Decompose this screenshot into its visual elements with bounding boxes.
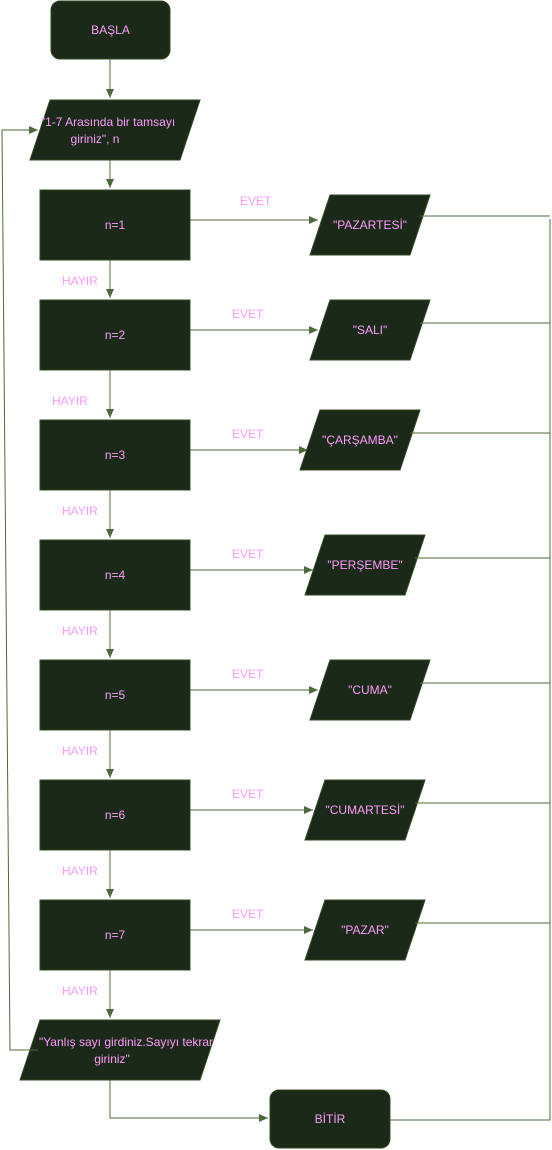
- yes-label: EVET: [232, 907, 264, 921]
- yes-label: EVET: [240, 194, 272, 208]
- output-parallelogram: [309, 299, 431, 361]
- end-label: BİTİR: [315, 1112, 346, 1126]
- decision-box: [39, 189, 191, 261]
- output-parallelogram: [299, 409, 421, 471]
- error-parallelogram: [19, 1019, 221, 1081]
- decision-condition: n=5: [105, 688, 126, 702]
- decision-condition: n=3: [105, 448, 126, 462]
- output-parallelogram: [309, 659, 431, 721]
- decision-box: [39, 419, 191, 491]
- merge-line-to-end: [390, 219, 551, 1121]
- decision-condition: n=7: [105, 928, 126, 942]
- no-label: HAYIR: [62, 984, 98, 998]
- decision-box: [39, 299, 191, 371]
- yes-label: EVET: [232, 307, 264, 321]
- decision-condition: n=4: [105, 568, 126, 582]
- yes-label: EVET: [232, 547, 264, 561]
- yes-label: EVET: [232, 667, 264, 681]
- error-to-end-connector: [109, 1080, 268, 1122]
- yes-label: EVET: [232, 787, 264, 801]
- no-label: HAYIR: [52, 394, 88, 408]
- no-label: HAYIR: [62, 864, 98, 878]
- error-label-line2: giriniz": [94, 1052, 130, 1066]
- output-label: "PAZARTESİ": [333, 218, 407, 232]
- error-label-line1: "Yanlış sayı girdiniz.Sayıyı tekrar: [39, 1035, 213, 1049]
- input-label-line1: "1-7 Arasında bir tamsayı: [41, 115, 175, 129]
- output-label: "SALI": [353, 323, 388, 337]
- no-label: HAYIR: [62, 624, 98, 638]
- no-label: HAYIR: [62, 274, 98, 288]
- decision-condition: n=1: [105, 218, 126, 232]
- no-label: HAYIR: [62, 504, 98, 518]
- output-parallelogram: [304, 534, 426, 596]
- output-parallelogram: [304, 899, 426, 961]
- retry-loop-connector: [1, 126, 38, 1051]
- decision-box: [39, 779, 191, 851]
- start-label: BAŞLA: [91, 23, 130, 37]
- no-label: HAYIR: [62, 744, 98, 758]
- decision-condition: n=6: [105, 808, 126, 822]
- end-terminal: [269, 1089, 391, 1149]
- output-parallelogram: [309, 194, 431, 256]
- decision-box: [39, 899, 191, 971]
- decision-condition: n=2: [105, 328, 126, 342]
- output-label: "ÇARŞAMBA": [322, 433, 398, 447]
- output-label: "CUMARTESİ": [326, 803, 405, 817]
- output-label: "PAZAR": [341, 923, 389, 937]
- input-parallelogram: [29, 99, 201, 161]
- decision-box: [39, 539, 191, 611]
- output-label: "CUMA": [348, 683, 392, 697]
- output-parallelogram: [304, 779, 426, 841]
- yes-label: EVET: [232, 427, 264, 441]
- input-label-line2: giriniz", n: [71, 132, 120, 146]
- decision-box: [39, 659, 191, 731]
- output-label: "PERŞEMBE": [327, 558, 402, 572]
